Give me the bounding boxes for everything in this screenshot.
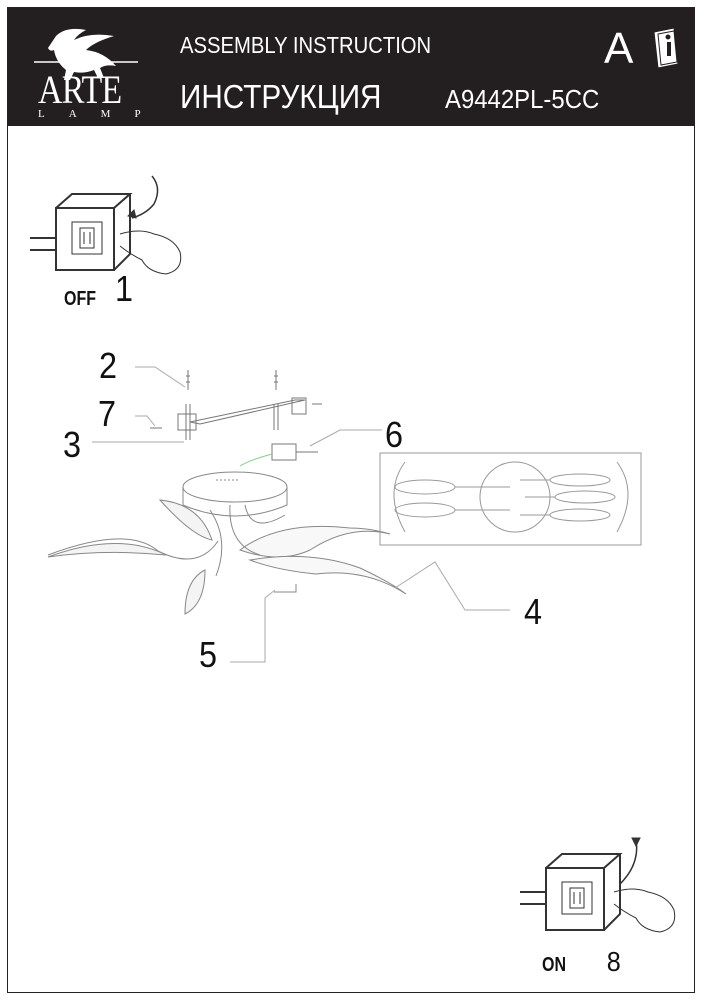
brand-subtitle: LAMP xyxy=(38,108,165,120)
mounting-bracket xyxy=(150,370,322,467)
part-label-5: 5 xyxy=(199,634,218,675)
griffin-logo-icon xyxy=(34,28,138,80)
step-number-1: 1 xyxy=(115,268,134,309)
part-label-2: 2 xyxy=(99,345,118,386)
header-band: ARTE LAMP ASSEMBLY INSTRUCTION ИНСТРУКЦИ… xyxy=(8,8,694,126)
switch-off-label: OFF xyxy=(64,288,96,310)
part-label-6: 6 xyxy=(385,414,404,455)
chandelier-body xyxy=(47,471,407,615)
detail-view xyxy=(379,452,642,546)
part-label-3: 3 xyxy=(63,424,82,465)
title-english: ASSEMBLY INSTRUCTION xyxy=(180,32,432,58)
wall-switch-on-icon xyxy=(520,837,676,933)
switch-on-label: ON xyxy=(542,954,566,976)
allen-key xyxy=(274,584,297,593)
part-label-7: 7 xyxy=(98,393,117,434)
language-letter: A xyxy=(604,24,634,73)
page-frame xyxy=(7,7,695,993)
model-number: A9442PL-5CC xyxy=(445,84,600,114)
wall-switch-off-icon xyxy=(30,175,182,275)
info-booklet-icon xyxy=(653,27,679,69)
step-number-8: 8 xyxy=(606,946,621,977)
brand-name: ARTE xyxy=(38,67,122,112)
part-label-4: 4 xyxy=(524,591,543,632)
leader-lines xyxy=(92,366,510,663)
title-russian: ИНСТРУКЦИЯ xyxy=(180,78,382,115)
